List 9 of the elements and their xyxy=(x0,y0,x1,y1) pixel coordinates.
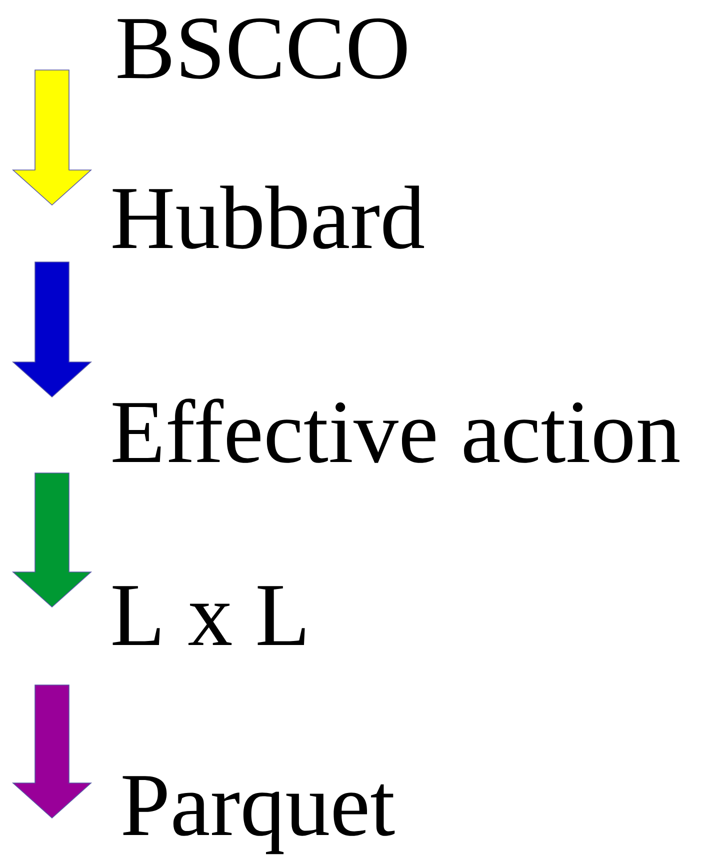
block-arrow xyxy=(12,684,92,819)
block-arrow xyxy=(12,262,92,398)
text-label: BSCCO xyxy=(118,18,407,79)
text-label: L x L xyxy=(112,586,305,645)
text-label: Effective action xyxy=(112,398,680,463)
text-label: Parquet xyxy=(122,776,395,854)
block-arrow xyxy=(12,472,92,608)
block-arrow xyxy=(12,70,92,206)
text-label: Hubbard xyxy=(112,186,424,249)
